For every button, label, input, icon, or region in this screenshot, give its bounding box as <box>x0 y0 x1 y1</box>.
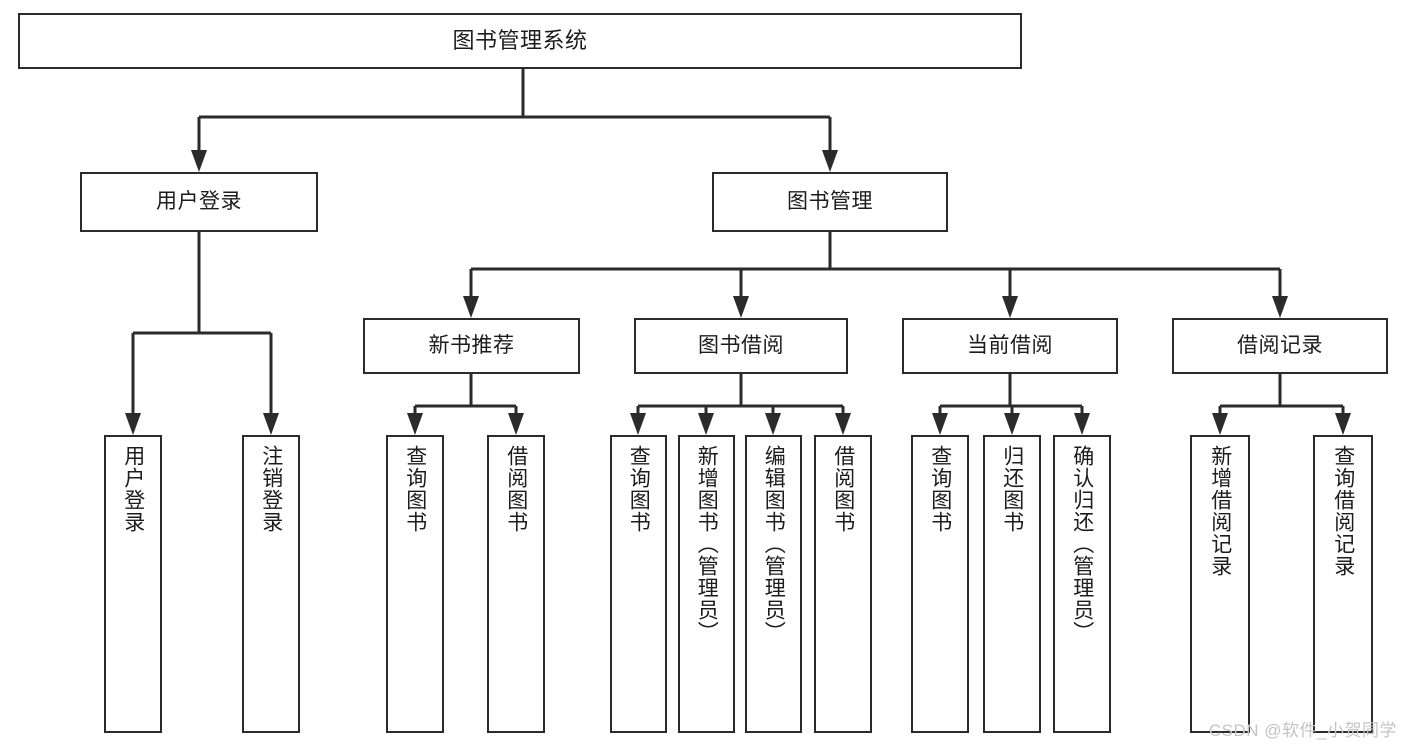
node-leaf-add-book[interactable]: 新增图书（管理员） <box>678 435 735 733</box>
arrow-head-icon <box>932 413 948 435</box>
arrow-head-icon <box>407 413 423 435</box>
node-book-manage[interactable]: 图书管理 <box>712 172 948 232</box>
node-current-borrow[interactable]: 当前借阅 <box>902 318 1118 374</box>
node-label: 借阅图书 <box>831 445 855 533</box>
arrow-head-icon <box>1074 413 1090 435</box>
node-label: 编辑图书（管理员） <box>762 445 786 643</box>
node-leaf-return-book[interactable]: 归还图书 <box>983 435 1041 733</box>
node-leaf-user-login[interactable]: 用户登录 <box>104 435 162 733</box>
arrow-head-icon <box>1272 296 1288 318</box>
node-leaf-borrow-book[interactable]: 借阅图书 <box>814 435 872 733</box>
arrow-head-icon <box>822 150 838 172</box>
arrow-head-icon <box>765 413 781 435</box>
arrow-head-icon <box>1335 413 1351 435</box>
node-label: 确认归还（管理员） <box>1070 445 1094 643</box>
node-leaf-borrow-book-rec[interactable]: 借阅图书 <box>487 435 545 733</box>
node-leaf-confirm-return[interactable]: 确认归还（管理员） <box>1053 435 1111 733</box>
node-borrow-record[interactable]: 借阅记录 <box>1172 318 1388 374</box>
node-label: 当前借阅 <box>967 334 1053 358</box>
node-leaf-edit-book[interactable]: 编辑图书（管理员） <box>745 435 802 733</box>
node-leaf-query-book-rec[interactable]: 查询图书 <box>386 435 444 733</box>
node-label: 图书管理系统 <box>452 27 588 53</box>
node-leaf-logout[interactable]: 注销登录 <box>242 435 300 733</box>
node-leaf-query-book-cur[interactable]: 查询图书 <box>911 435 969 733</box>
arrow-head-icon <box>125 413 141 435</box>
arrow-head-icon <box>191 150 207 172</box>
connector-root-to-level1 <box>191 69 838 172</box>
node-leaf-add-record[interactable]: 新增借阅记录 <box>1190 435 1250 733</box>
node-label: 图书管理 <box>787 190 873 214</box>
node-label: 新书推荐 <box>428 334 515 358</box>
node-label: 借阅记录 <box>1237 334 1323 358</box>
connector-new-book-rec-to-leaves <box>407 374 524 435</box>
connector-current-borrow-to-leaves <box>932 374 1090 435</box>
connector-user-login-to-leaves <box>125 232 279 435</box>
node-label: 查询图书 <box>627 445 651 533</box>
arrow-head-icon <box>835 413 851 435</box>
node-label: 用户登录 <box>156 190 242 214</box>
arrow-head-icon <box>1212 413 1228 435</box>
node-user-login[interactable]: 用户登录 <box>80 172 318 232</box>
arrow-head-icon <box>463 296 479 318</box>
arrow-head-icon <box>630 413 646 435</box>
node-label: 新增图书（管理员） <box>695 445 719 643</box>
node-label: 查询图书 <box>403 445 427 533</box>
arrow-head-icon <box>1004 413 1020 435</box>
node-label: 用户登录 <box>121 445 145 533</box>
node-label: 新增借阅记录 <box>1208 445 1232 577</box>
connector-book-manage-to-level2 <box>463 232 1288 318</box>
node-label: 归还图书 <box>1000 445 1024 533</box>
node-root[interactable]: 图书管理系统 <box>18 13 1022 69</box>
node-leaf-query-record[interactable]: 查询借阅记录 <box>1313 435 1373 733</box>
arrow-head-icon <box>508 413 524 435</box>
connector-book-borrow-to-leaves <box>630 374 851 435</box>
connector-borrow-record-to-leaves <box>1212 374 1351 435</box>
arrow-head-icon <box>698 413 714 435</box>
arrow-head-icon <box>733 296 749 318</box>
node-label: 图书借阅 <box>698 334 784 358</box>
node-leaf-query-book-borrow[interactable]: 查询图书 <box>610 435 667 733</box>
arrow-head-icon <box>263 413 279 435</box>
watermark-label: CSDN @软件_小贺同学 <box>1208 721 1397 740</box>
node-label: 注销登录 <box>259 445 283 533</box>
node-label: 查询图书 <box>928 445 952 533</box>
arrow-head-icon <box>1002 296 1018 318</box>
node-new-book-rec[interactable]: 新书推荐 <box>363 318 580 374</box>
node-label: 查询借阅记录 <box>1331 445 1355 577</box>
node-book-borrow[interactable]: 图书借阅 <box>634 318 848 374</box>
node-label: 借阅图书 <box>504 445 528 533</box>
